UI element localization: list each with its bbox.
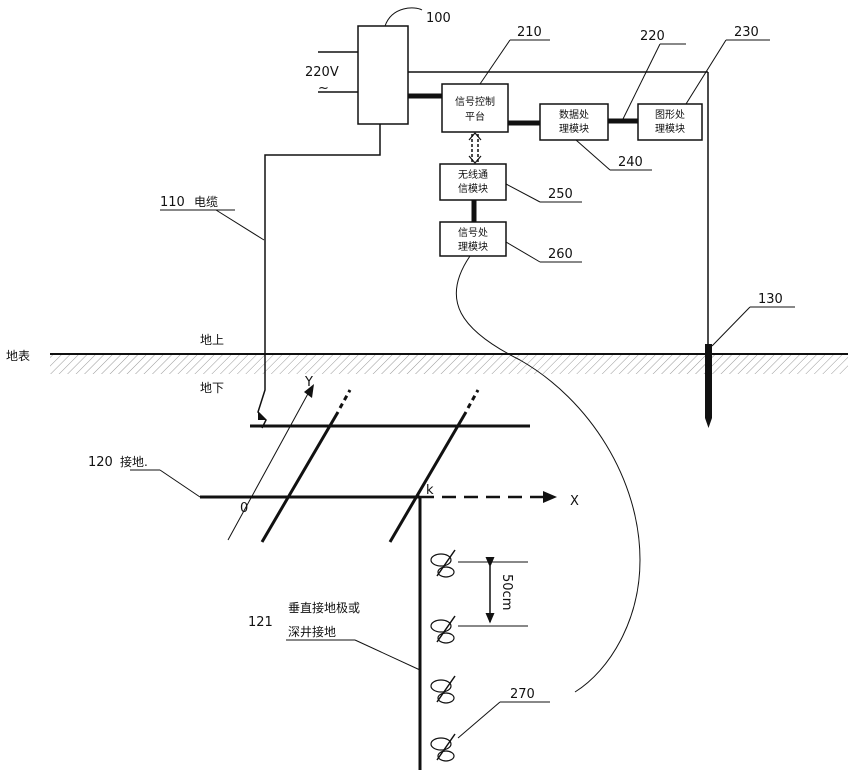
vertical-rod-label-line1: 垂直接地极或 [288, 600, 360, 615]
electrode-leader [712, 307, 750, 346]
wireless-module-ref: 250 [548, 187, 573, 202]
ground-net-leader [160, 470, 200, 497]
probe-3 [431, 676, 455, 703]
platform-line1: 信号控制 [455, 95, 495, 108]
cable-ref: 110 [160, 195, 185, 210]
graphics-module-line1: 图形处 [655, 109, 685, 121]
graphics-module-ref: 230 [734, 25, 759, 40]
processing-module-line2: 理模块 [458, 241, 488, 253]
vertical-rod-leader [355, 640, 420, 670]
ground-net-label: 接地. [120, 454, 148, 469]
point-k-label: k [426, 483, 434, 498]
surface-label: 地表 [6, 349, 30, 363]
cable-end-marker [258, 412, 266, 420]
data-module-leader-240 [576, 140, 610, 170]
above-ground-label: 地上 [200, 333, 224, 347]
y-axis [228, 390, 310, 540]
ground-net-diag-left [262, 412, 338, 542]
cable [258, 124, 380, 428]
platform-line2: 平台 [465, 110, 485, 123]
data-module-line2: 理模块 [559, 123, 589, 135]
ground-net-diag-left-dash [340, 390, 350, 408]
cable-label: 电缆 [194, 195, 218, 209]
vertical-rod-ref: 121 [248, 615, 273, 630]
probe-leader [458, 702, 500, 738]
data-module-ref-240: 240 [618, 155, 643, 170]
graphics-module-line2: 理模块 [655, 123, 685, 135]
x-axis-label: X [570, 494, 579, 509]
power-box [358, 26, 408, 124]
platform-ref: 210 [517, 25, 542, 40]
spacing-label: 50cm [499, 574, 514, 610]
ac-symbol: ~ [318, 81, 329, 96]
data-module-line1: 数据处 [559, 108, 589, 121]
below-ground-label: 地下 [200, 381, 224, 395]
probe-ref: 270 [510, 687, 535, 702]
processing-module-line1: 信号处 [458, 227, 488, 239]
processing-module-ref: 260 [548, 247, 573, 262]
ground-electrode [705, 344, 712, 418]
wireless-module-line2: 信模块 [458, 183, 488, 195]
probe-4 [431, 734, 455, 761]
ground-net-diag-right-dash [468, 390, 478, 408]
probe-1 [431, 550, 455, 577]
platform-leader [480, 40, 510, 84]
data-module-ref-220: 220 [640, 29, 665, 44]
processing-module-leader [506, 242, 540, 262]
wireless-arrow-down [469, 156, 481, 163]
ground-net-diag-right [390, 412, 466, 542]
cable-leader [216, 210, 264, 240]
electrode-ref: 130 [758, 292, 783, 307]
power-box-ref: 100 [426, 11, 451, 26]
vertical-rod-label-line2: 深井接地 [288, 624, 336, 639]
probe-signal-cable [456, 256, 640, 692]
signal-control-platform [442, 84, 508, 132]
wireless-module-line1: 无线通 [458, 168, 488, 181]
ground-electrode-tip [705, 418, 712, 428]
voltage-label: 220V [305, 65, 339, 80]
origin-label: 0 [240, 501, 248, 516]
wireless-module-leader [506, 184, 540, 202]
ground-net-ref: 120 [88, 455, 113, 470]
power-box-leader [385, 8, 422, 26]
probe-2 [431, 616, 455, 643]
y-axis-label: Y [304, 375, 313, 390]
ground-hatching [50, 354, 848, 374]
x-axis-arrowhead [543, 491, 557, 503]
wireless-arrow-up [469, 133, 481, 140]
